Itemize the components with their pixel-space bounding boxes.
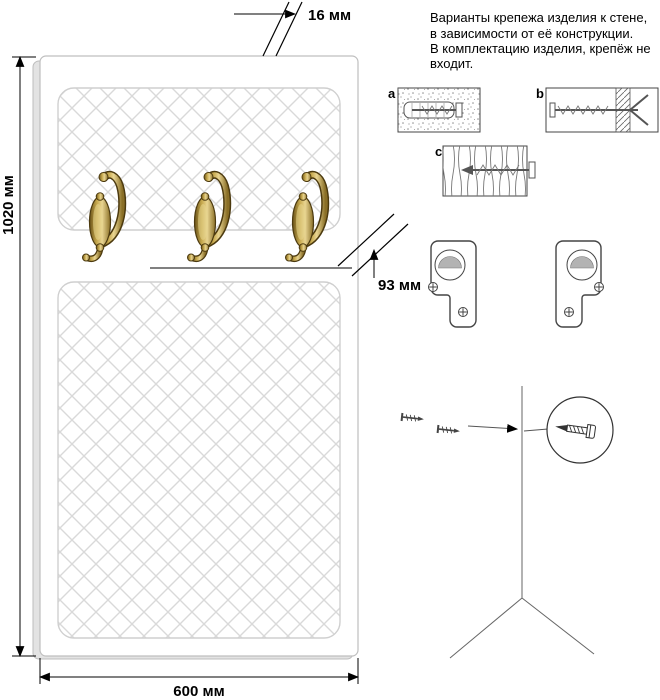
magnifier-detail [546,396,614,464]
thickness-dimension [234,1,303,57]
screw-icon [412,102,463,118]
width-dimension-label: 600 мм [173,683,224,700]
screw-icon [436,424,460,434]
thickness-dimension-label: 16 мм [308,7,351,24]
note-line-3: В комплектацию изделия, крепёж не [430,41,651,56]
fastener-a-label: a [388,86,396,101]
fastener-option-a: a [388,86,481,133]
fastener-b-label: b [536,86,544,101]
width-dimension [38,658,360,684]
mounting-note: Варианты крепежа изделия к стене, в зави… [430,10,651,71]
wall-corner-illustration [400,386,614,659]
note-line-4: входит. [430,56,473,71]
hook-offset-dimension-label: 93 мм [378,277,421,294]
note-line-1: Варианты крепежа изделия к стене, [430,10,647,25]
screw-icon [461,161,536,179]
hook-offset-dimension [150,213,409,278]
height-dimension [12,55,36,658]
note-line-2: в зависимости от её конструкции. [430,26,633,41]
hanger-panel [32,55,359,660]
screw-anchor-icon [549,94,649,126]
fastener-option-b: b [536,86,659,133]
height-dimension-label: 1020 мм [0,175,17,235]
keyhole-bracket-right [555,240,605,328]
fastener-c-label: c [435,144,442,159]
keyhole-bracket-left [427,240,477,328]
screw-icon [400,412,424,422]
quilted-section-bottom [57,281,341,639]
fastener-option-c: c [435,144,536,197]
magnified-screw-icon [555,423,596,439]
